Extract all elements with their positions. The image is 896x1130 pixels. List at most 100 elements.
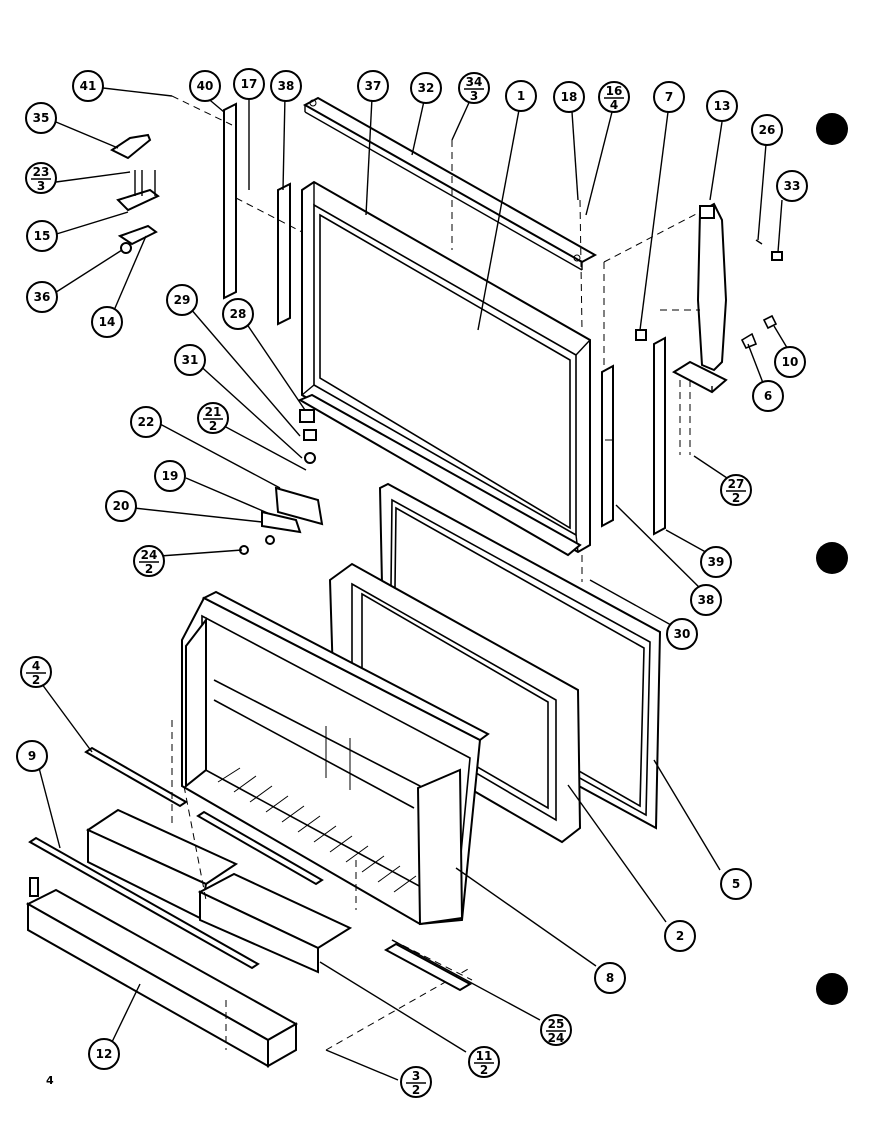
callout-7: 7: [653, 81, 685, 113]
svg-text:3: 3: [412, 1069, 420, 1083]
svg-text:3: 3: [470, 89, 478, 103]
callout-34-3: 343: [458, 72, 490, 104]
callout-14: 14: [91, 306, 123, 338]
bar-4-2: [84, 746, 188, 808]
callout-36: 36: [26, 281, 58, 313]
bottom-bin-part: [25, 877, 299, 1068]
svg-text:17: 17: [241, 77, 258, 91]
callout-15: 15: [26, 220, 58, 252]
callout-8: 8: [594, 962, 626, 994]
svg-text:2: 2: [480, 1063, 488, 1077]
svg-text:27: 27: [728, 477, 745, 491]
door-liner-part: [328, 562, 582, 844]
callout-37: 37: [357, 70, 389, 102]
svg-text:24: 24: [141, 548, 158, 562]
svg-text:7: 7: [665, 90, 673, 104]
svg-text:24: 24: [548, 1031, 565, 1045]
callout-5: 5: [720, 868, 752, 900]
svg-text:13: 13: [714, 99, 731, 113]
svg-text:4: 4: [32, 659, 40, 673]
svg-text:18: 18: [561, 90, 578, 104]
svg-text:3: 3: [37, 179, 45, 193]
strip-39: [653, 336, 666, 536]
callout-39: 39: [700, 546, 732, 578]
callout-30: 30: [666, 618, 698, 650]
svg-text:39: 39: [708, 555, 725, 569]
lower-left-hinge-parts: [239, 409, 324, 555]
callout-32: 32: [410, 72, 442, 104]
svg-text:2: 2: [209, 419, 217, 433]
strip-38-right: [601, 364, 614, 528]
svg-text:30: 30: [674, 627, 691, 641]
svg-text:20: 20: [113, 499, 130, 513]
svg-text:15: 15: [34, 229, 51, 243]
svg-text:40: 40: [197, 79, 214, 93]
bar-9: [28, 836, 260, 970]
callout-24-2: 242: [133, 545, 165, 577]
strip-40: [223, 102, 237, 300]
callout-29: 29: [166, 284, 198, 316]
svg-text:9: 9: [28, 749, 36, 763]
svg-text:1: 1: [517, 89, 525, 103]
svg-text:32: 32: [418, 81, 435, 95]
binder-hole-bottom: [816, 973, 848, 1005]
callout-17: 17: [233, 68, 265, 100]
svg-text:33: 33: [784, 179, 801, 193]
callout-40: 40: [189, 70, 221, 102]
svg-text:21: 21: [205, 405, 222, 419]
svg-text:2: 2: [145, 562, 153, 576]
callout-10: 10: [774, 346, 806, 378]
svg-text:36: 36: [34, 290, 51, 304]
svg-text:23: 23: [33, 165, 50, 179]
rail-mid: [196, 810, 324, 886]
svg-text:2: 2: [412, 1083, 420, 1097]
callout-23-3: 233: [25, 162, 57, 194]
bin-frame-part: [181, 590, 490, 926]
callout-22: 22: [130, 406, 162, 438]
callout-6: 6: [752, 380, 784, 412]
svg-text:8: 8: [606, 971, 614, 985]
svg-text:41: 41: [80, 79, 97, 93]
strip-38-left: [277, 182, 291, 326]
door-frame-part: [297, 180, 591, 557]
callout-3-2: 32: [400, 1066, 432, 1098]
page-number: 4: [46, 1074, 54, 1087]
svg-text:35: 35: [33, 111, 50, 125]
callout-11-2: 112: [468, 1046, 500, 1078]
callout-31: 31: [174, 344, 206, 376]
svg-text:29: 29: [174, 293, 191, 307]
svg-text:10: 10: [782, 355, 799, 369]
callout-28: 28: [222, 298, 254, 330]
svg-text:4: 4: [610, 98, 618, 112]
svg-text:5: 5: [732, 877, 740, 891]
svg-text:26: 26: [759, 123, 776, 137]
callout-1: 1: [505, 80, 537, 112]
svg-text:38: 38: [698, 593, 715, 607]
svg-text:2: 2: [676, 929, 684, 943]
callout-4-2: 42: [20, 656, 52, 688]
binder-hole-top: [816, 113, 848, 145]
callout-26: 26: [751, 114, 783, 146]
svg-text:34: 34: [466, 75, 483, 89]
svg-text:25: 25: [548, 1017, 565, 1031]
callout-16-4: 164: [598, 81, 630, 113]
callout-12: 12: [88, 1038, 120, 1070]
callout-38-bottom: 38: [690, 584, 722, 616]
svg-text:31: 31: [182, 353, 199, 367]
top-rail-part: [302, 96, 598, 271]
callout-38-top: 38: [270, 70, 302, 102]
hinge-bracket-part: [635, 202, 783, 394]
svg-text:16: 16: [606, 84, 623, 98]
svg-text:2: 2: [732, 491, 740, 505]
svg-text:12: 12: [96, 1047, 113, 1061]
svg-text:14: 14: [99, 315, 116, 329]
svg-text:28: 28: [230, 307, 247, 321]
binder-hole-middle: [816, 542, 848, 574]
svg-text:2: 2: [32, 673, 40, 687]
callout-35: 35: [25, 102, 57, 134]
callout-20: 20: [105, 490, 137, 522]
svg-text:6: 6: [764, 389, 772, 403]
